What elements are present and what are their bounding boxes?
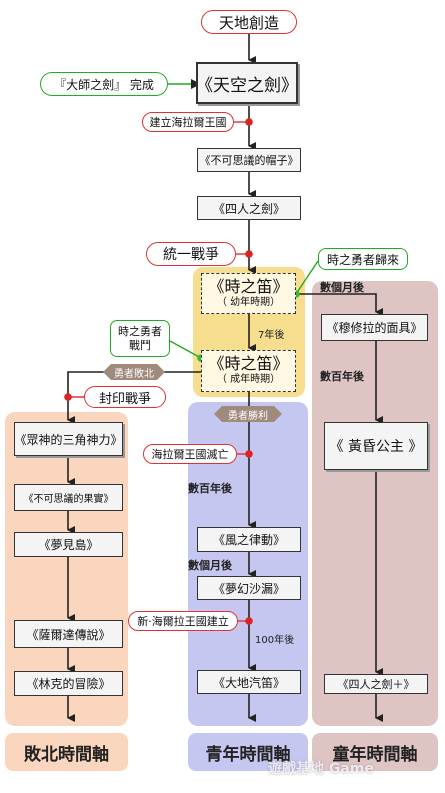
child-timeline-panel [312,281,438,726]
tag-hero-defeated: 勇者敗北 [103,364,165,380]
node-hero-fights: 時之勇者 戰鬥 [110,320,170,357]
node-minish-cap: 《不可思議的帽子》 [197,148,301,172]
node-four-swords-plus: 《四人之劍＋》 [324,674,428,694]
watermark: 遊戲基地 Game [268,761,374,777]
node-majoras-mask: 《穆修拉的面具》 [321,314,428,341]
node-oot-adult: 《時之笛》 （ 成年時期） [201,350,296,392]
oot-child-title: 《時之笛》 [208,276,289,296]
label-hundred-years-later: 100年後 [255,635,295,646]
node-triforce-gods: 《眾神的三角神力》 [14,422,123,456]
node-twilight-princess: 《 黃昏公主 》 [324,422,428,470]
oot-adult-subtitle: （ 成年時期） [216,374,281,385]
oot-adult-title: 《時之笛》 [208,354,289,373]
node-oracle: 《不可思議的果實》 [14,484,123,511]
node-new-hyrule: 新·海爾拉王國建立 [128,611,238,631]
node-skyward-sword: 《天空之劍》 [196,62,298,104]
node-adventure-of-link: 《林克的冒險》 [14,671,123,696]
label-hundreds-years-later-right: 數百年後 [320,370,364,383]
tag-hero-wins: 勇者勝利 [214,406,282,422]
footer-adult-timeline: 青年時間軸 [188,733,308,771]
label-several-months-later-mid: 數個月後 [188,559,232,572]
node-hyrule-founded: 建立海拉爾王國 [142,112,234,132]
node-oot-child: 《時之笛》 （ 幼年時期） [201,273,296,314]
node-hyrule-destroyed: 海拉爾王國滅亡 [143,444,237,464]
node-unification-war: 統一戰爭 [146,242,236,266]
label-seven-years-later: 7年後 [258,330,285,341]
node-wind-waker: 《風之律動》 [197,527,301,552]
node-zelda-legend: 《薩爾達傳說》 [14,620,123,648]
node-phantom-hourglass: 《夢幻沙漏》 [197,576,301,600]
label-several-months-later: 數個月後 [320,281,364,294]
footer-child-timeline: 童年時間軸 [312,733,438,771]
node-sealing-war: 封印戰爭 [84,386,166,408]
node-four-swords: 《四人之劍》 [197,196,301,220]
node-spirit-tracks: 《大地汽笛》 [197,670,301,694]
node-master-sword-done: 『大師之劍』 完成 [40,72,168,96]
node-links-awakening: 《夢見島》 [14,532,123,557]
hero-fights-line1: 時之勇者 [118,324,162,338]
hero-fights-line2: 戰鬥 [129,338,151,352]
node-creation: 天地創造 [201,10,297,34]
label-hundreds-years-later-mid: 數百年後 [188,482,232,495]
oot-child-subtitle: （ 幼年時期） [216,296,281,308]
node-hero-returns: 時之勇者歸來 [318,248,408,270]
footer-defeat-timeline: 敗北時間軸 [5,733,128,771]
